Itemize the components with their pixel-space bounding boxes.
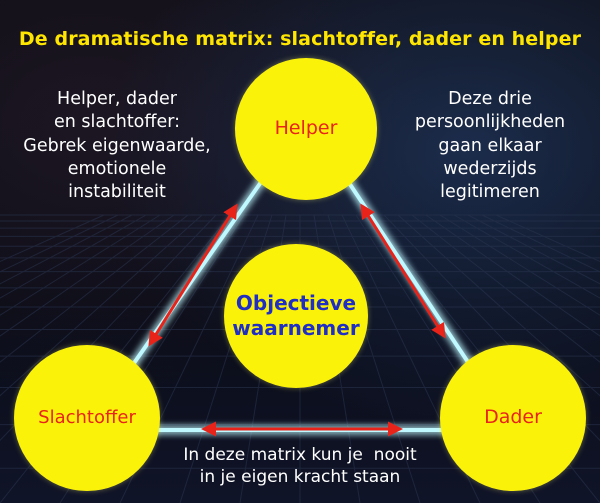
note-right-line: legitimeren (440, 182, 540, 203)
note-left-line: Helper, dader (57, 89, 177, 109)
note-right-line: persoonlijkheden (414, 112, 566, 133)
note-right-line: wederzijds (443, 158, 537, 179)
note-bottom-line: in je eigen kracht staan (199, 467, 401, 488)
note-right-line: gaan elkaar (438, 135, 542, 156)
arrow-helper-perpetrator (360, 203, 446, 339)
node-helper: Helper (235, 58, 377, 200)
note-bottom-line: In deze matrix kun je nooit (183, 445, 417, 465)
node-helper-label: Helper (274, 117, 338, 140)
note-left: Helper, dader en slachtoffer: Gebrek eig… (2, 88, 232, 204)
note-bottom: In deze matrix kun je nooit in je eigen … (140, 444, 460, 488)
node-victim-label: Slachtoffer (38, 406, 136, 428)
note-left-line: emotionele (67, 158, 167, 179)
node-victim: Slachtoffer (14, 345, 160, 491)
arrow-helper-victim (148, 203, 238, 347)
note-left-line: en slachtoffer: (53, 112, 180, 133)
note-right: Deze drie persoonlijkheden gaan elkaar w… (390, 88, 590, 204)
note-left-line: Gebrek eigenwaarde, (23, 135, 211, 156)
node-perpetrator: Dader (440, 345, 586, 491)
node-observer-label: Objectieve waarnemer (232, 291, 359, 341)
node-perpetrator-label: Dader (484, 406, 542, 429)
node-objective-observer: Objectieve waarnemer (224, 244, 368, 388)
node-observer-label-line: waarnemer (232, 316, 360, 340)
note-right-line: Deze drie (448, 89, 532, 109)
note-left-line: instabiliteit (68, 182, 166, 203)
node-observer-label-line: Objectieve (235, 291, 357, 315)
diagram-title: De dramatische matrix: slachtoffer, dade… (18, 28, 582, 50)
